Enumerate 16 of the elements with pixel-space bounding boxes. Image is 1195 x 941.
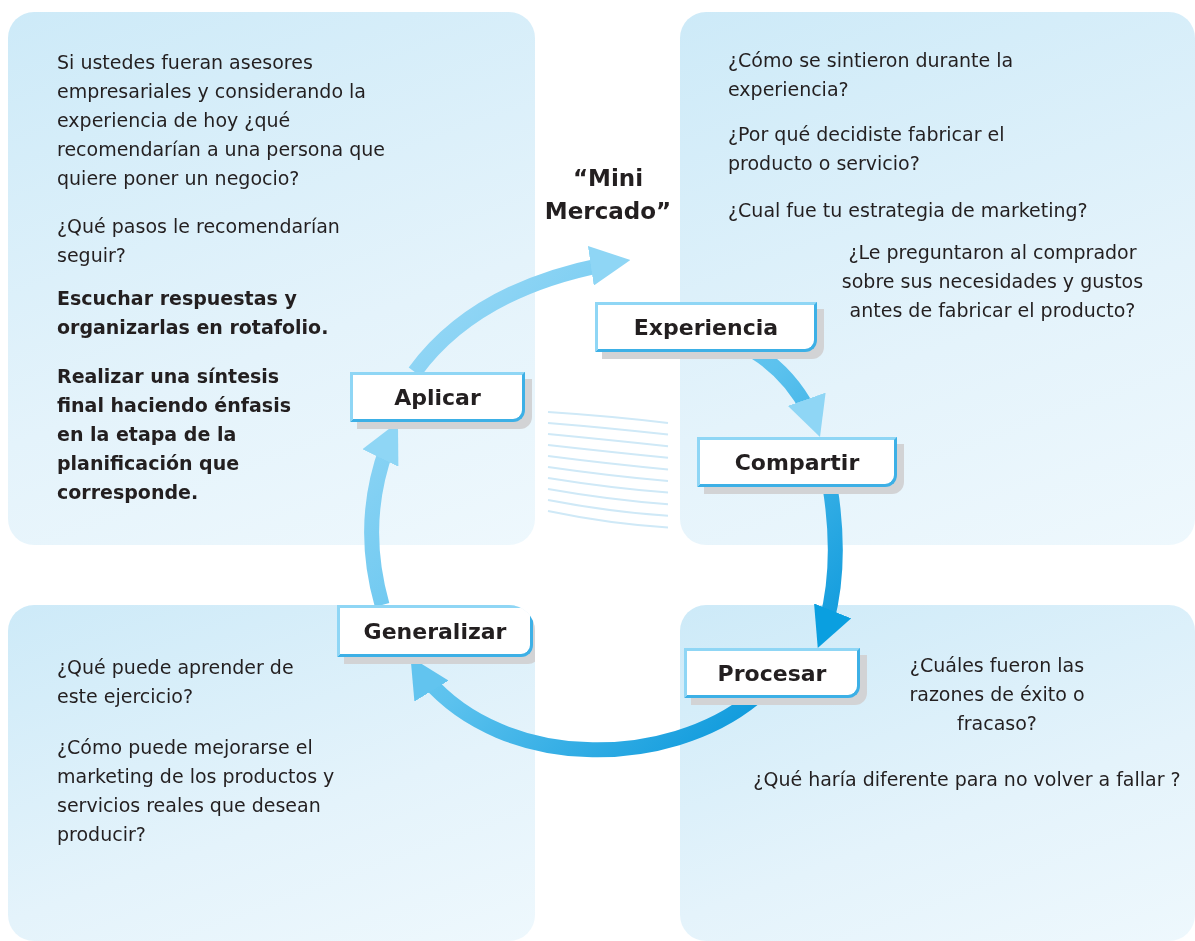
question-text: ¿Qué pasos le recomendarían seguir?	[57, 214, 341, 268]
title-label: “Mini Mercado”	[528, 162, 688, 260]
quadrant-panel	[8, 605, 535, 941]
question-text: ¿Qué puede aprender de este ejercicio?	[57, 655, 295, 709]
question-text: ¿Cómo puede mejorarse el marketing de los productos y servicios reales que desean producir?	[57, 735, 336, 847]
question-text: Escuchar respuestas y organizarlas en rotafolio.	[57, 286, 330, 340]
question-text: Si ustedes fueran asesores empresariales y considerando la experiencia de hoy ¿qué recomendarían a una persona que quiere poner un negocio?	[57, 50, 386, 191]
quadrant-panel	[680, 605, 1195, 941]
question-text: ¿Le preguntaron al comprador sobre sus necesidades y gustos antes de fabricar el producto?	[840, 240, 1145, 323]
question-text: Realizar una síntesis final haciendo énfasis en la etapa de la planificación que corresponde.	[57, 364, 292, 505]
question-text: ¿Cual fue tu estrategia de marketing?	[728, 198, 1089, 223]
question-text: ¿Qué haría diferente para no volver a fallar ?	[752, 767, 1182, 792]
question-text: ¿Cómo se sintieron durante la experiencia?	[728, 48, 1015, 102]
question-text: ¿Por qué decidiste fabricar el producto o servicio?	[728, 122, 1006, 176]
question-text: ¿Cuáles fueron las razones de éxito o fracaso?	[908, 653, 1086, 736]
quadrant-panel	[8, 12, 535, 545]
